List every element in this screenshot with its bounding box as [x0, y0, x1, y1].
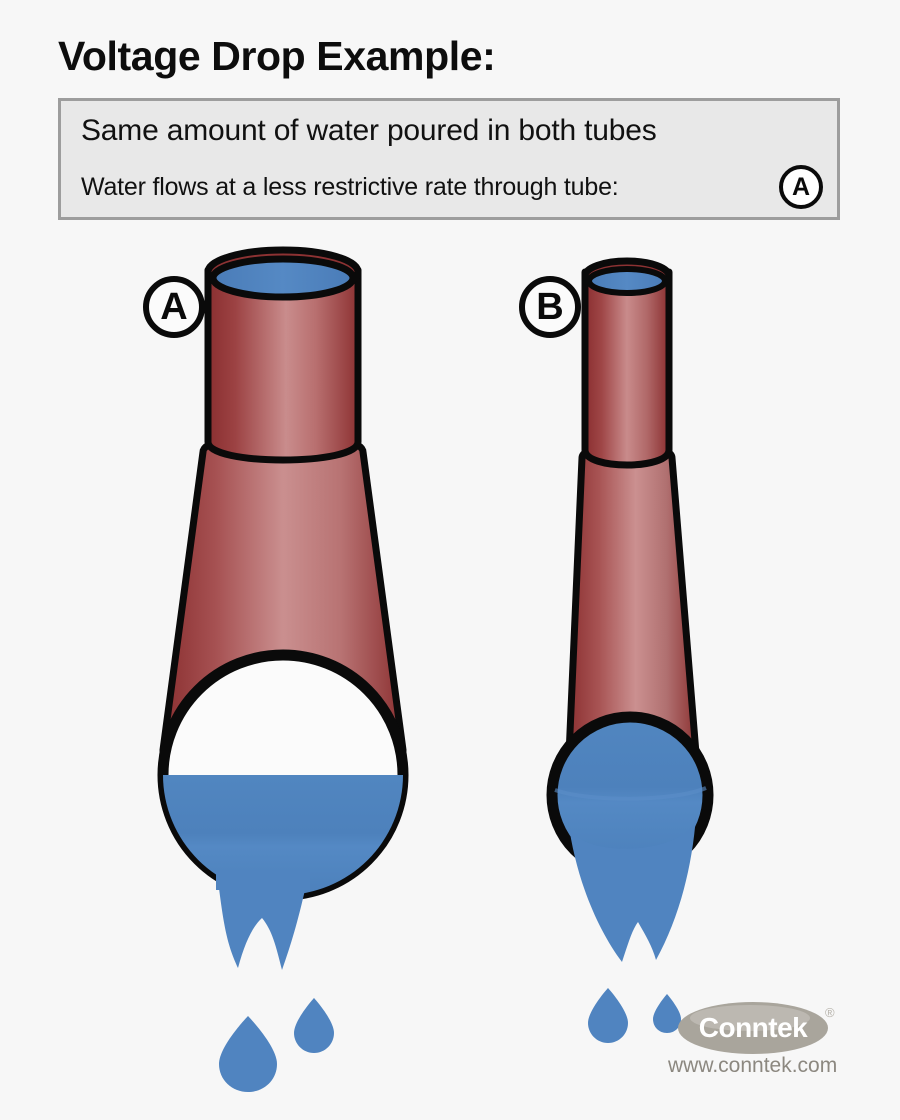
tube-a-droplet-small — [294, 998, 334, 1053]
logo-ellipse: Conntek — [678, 1002, 828, 1054]
caption-line-2: Water flows at a less restrictive rate t… — [81, 172, 619, 201]
tube-illustration-svg — [157, 246, 714, 1092]
tube-a-upper-body — [204, 266, 362, 464]
tube-b-droplet-large — [588, 988, 628, 1043]
tube-a-pour-stream — [218, 876, 308, 970]
tube-a-badge: A — [143, 276, 205, 338]
tube-b-badge: B — [519, 276, 581, 338]
logo-wordmark: Conntek — [698, 1012, 808, 1043]
answer-badge: A — [779, 165, 823, 209]
registered-trademark-icon: ® — [825, 1005, 835, 1020]
tube-a-droplet-large — [219, 1016, 277, 1092]
tube-b-upper-body — [581, 268, 673, 469]
tube-a-group — [157, 246, 409, 1092]
page-title: Voltage Drop Example: — [58, 33, 496, 79]
logo-url: www.conntek.com — [668, 1054, 838, 1077]
tube-b-group — [546, 257, 714, 1043]
tube-a-stream-neck — [216, 870, 310, 890]
tube-b-droplet-small — [653, 994, 681, 1033]
brand-logo: Conntek ® www.conntek.com — [668, 1002, 883, 1082]
caption-line-2-row: Water flows at a less restrictive rate t… — [81, 165, 823, 209]
caption-line-1: Same amount of water poured in both tube… — [81, 114, 657, 147]
tube-a-top-water-surface — [209, 255, 357, 301]
tube-b-water-highlight — [554, 786, 707, 801]
caption-box: Same amount of water poured in both tube… — [58, 98, 840, 220]
tube-b-pour-stream — [567, 816, 696, 962]
tube-illustration — [0, 230, 900, 1120]
tube-b-top-water-surface — [586, 266, 668, 296]
